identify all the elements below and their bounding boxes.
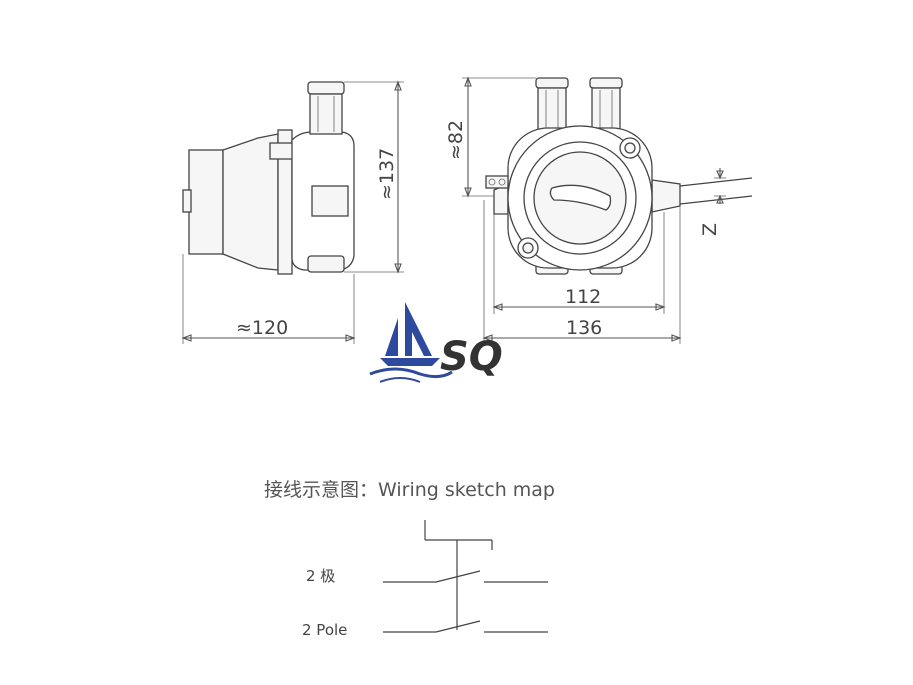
pole-label-cn: 2 极 (306, 567, 335, 585)
rear-knob (182, 189, 192, 213)
rear-cap (188, 149, 224, 255)
dim-side-width: ≈120 (236, 317, 288, 339)
side-dimensions: ≈120 ≈137 (181, 80, 404, 344)
side-view (182, 81, 355, 275)
front-view (485, 77, 753, 275)
top-gland (309, 93, 343, 135)
sail-icon (405, 302, 432, 356)
side-gland (311, 185, 349, 217)
company-logo: SQ (369, 302, 503, 383)
wiring-caption: 接线示意图：Wiring sketch map (264, 479, 555, 501)
dim-side-height: ≈137 (376, 148, 398, 200)
dim-front-inner: 112 (565, 286, 601, 308)
dim-front-outer: 136 (566, 317, 602, 339)
wiring-diagram (383, 520, 548, 633)
bottom-gland (307, 255, 345, 273)
dim-cable: Z (699, 223, 721, 236)
pole-label-en: 2 Pole (302, 621, 347, 639)
rotary-knob (549, 184, 612, 211)
dim-front-top: ≈82 (445, 120, 467, 160)
top-gland-cap (307, 81, 345, 95)
logo-text: SQ (440, 334, 503, 380)
front-dimensions: ≈82 112 136 Z (445, 76, 726, 344)
